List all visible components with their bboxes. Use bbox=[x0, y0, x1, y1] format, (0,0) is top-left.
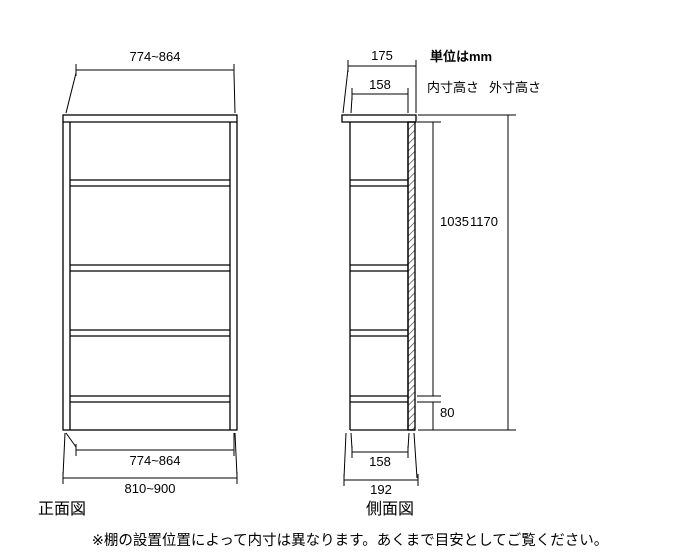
side-view-drawing bbox=[341, 114, 417, 431]
side-bottom-outer-depth-dim: 192 bbox=[370, 482, 392, 497]
front-bottom-inner-width-dim: 774~864 bbox=[129, 453, 181, 468]
side-top-inner-depth-dim: 158 bbox=[369, 77, 391, 92]
dimension-lines bbox=[62, 60, 516, 486]
side-outer-height-dim: 1170 bbox=[470, 214, 498, 229]
front-view-drawing bbox=[62, 114, 238, 431]
front-top-width-dim: 774~864 bbox=[129, 49, 181, 64]
outer-height-header: 外寸高さ bbox=[489, 80, 542, 95]
side-base-height-dim: 80 bbox=[440, 405, 455, 420]
footnote-text: ※棚の設置位置によって内寸は異なります。あくまで目安としてご覧ください。 bbox=[91, 533, 609, 549]
back-panel-hatch bbox=[407, 121, 416, 431]
front-bottom-outer-width-dim: 810~900 bbox=[124, 481, 176, 496]
unit-note: 単位はmm bbox=[430, 49, 493, 64]
side-top-outer-depth-dim: 175 bbox=[371, 48, 393, 63]
front-view-caption: 正面図 bbox=[38, 501, 87, 518]
side-inner-height-dim: 1035 bbox=[440, 214, 469, 229]
side-view-caption: 側面図 bbox=[366, 501, 415, 518]
inner-height-header: 内寸高さ bbox=[427, 80, 480, 95]
side-bottom-inner-depth-dim: 158 bbox=[369, 454, 391, 469]
